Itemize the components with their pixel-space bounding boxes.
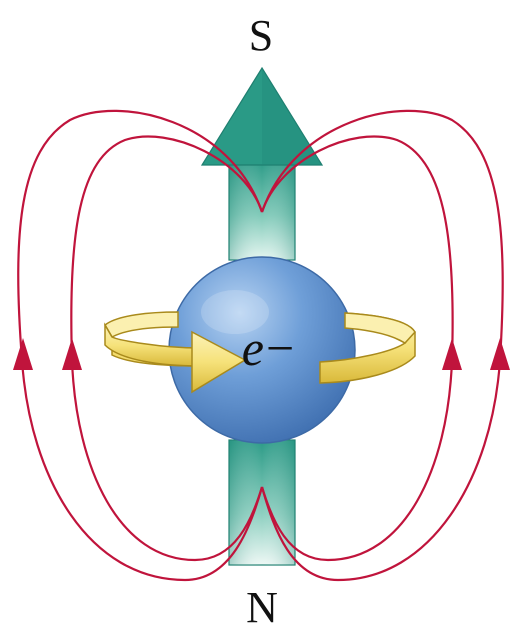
field-arrow-outer-left — [13, 338, 33, 370]
field-arrow-outer-right — [490, 338, 510, 370]
field-arrow-inner-left — [62, 338, 82, 370]
electron-charge-sign: − — [266, 320, 294, 376]
south-pole-label: S — [249, 11, 273, 60]
electron-symbol: e — [242, 320, 264, 376]
north-pole-label: N — [246, 583, 278, 630]
field-arrow-inner-right — [442, 338, 462, 370]
electron-label: e− — [242, 320, 294, 376]
magnetic-moment-arrow — [202, 68, 322, 260]
